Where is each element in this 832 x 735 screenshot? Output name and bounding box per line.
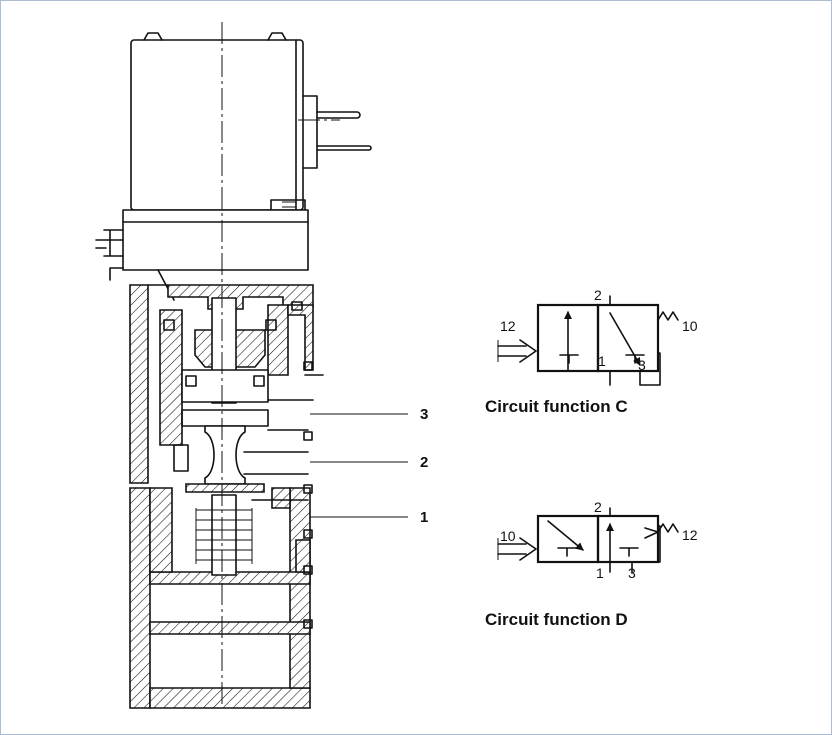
port-12-c: 12 bbox=[500, 318, 516, 334]
port-2-c: 2 bbox=[594, 287, 602, 303]
port-3-c: 3 bbox=[638, 357, 646, 373]
solenoid-coil bbox=[130, 32, 372, 211]
pilot-actuator-d bbox=[497, 537, 537, 561]
port-10-d: 10 bbox=[500, 528, 516, 544]
port-10-c: 10 bbox=[682, 318, 698, 334]
valve-section-view: 3 2 1 bbox=[95, 22, 428, 709]
callout-port-1: 1 bbox=[420, 509, 428, 526]
port-12-d: 12 bbox=[682, 527, 698, 543]
port-passages bbox=[243, 374, 324, 501]
pilot-actuator-c bbox=[497, 339, 537, 363]
callout-port-3: 3 bbox=[420, 406, 428, 423]
port-1-d: 1 bbox=[596, 565, 604, 581]
port-3-d: 3 bbox=[628, 565, 636, 581]
caption-circuit-c: Circuit function C bbox=[485, 397, 628, 416]
spool-assembly bbox=[163, 297, 313, 629]
symbol-circuit-d: 10 12 2 1 3 bbox=[497, 499, 698, 581]
caption-circuit-d: Circuit function D bbox=[485, 610, 628, 629]
valve-body bbox=[129, 284, 314, 709]
port-1-c: 1 bbox=[598, 353, 606, 369]
spring-actuator-c bbox=[657, 311, 679, 321]
spring-actuator-d bbox=[657, 523, 679, 533]
callout-port-2: 2 bbox=[420, 454, 428, 471]
symbol-circuit-c: 12 10 2 1 3 bbox=[497, 287, 698, 386]
return-spring bbox=[195, 508, 253, 564]
callout-leaders bbox=[310, 413, 408, 518]
port-2-d: 2 bbox=[594, 499, 602, 515]
armature-tube bbox=[95, 209, 309, 301]
